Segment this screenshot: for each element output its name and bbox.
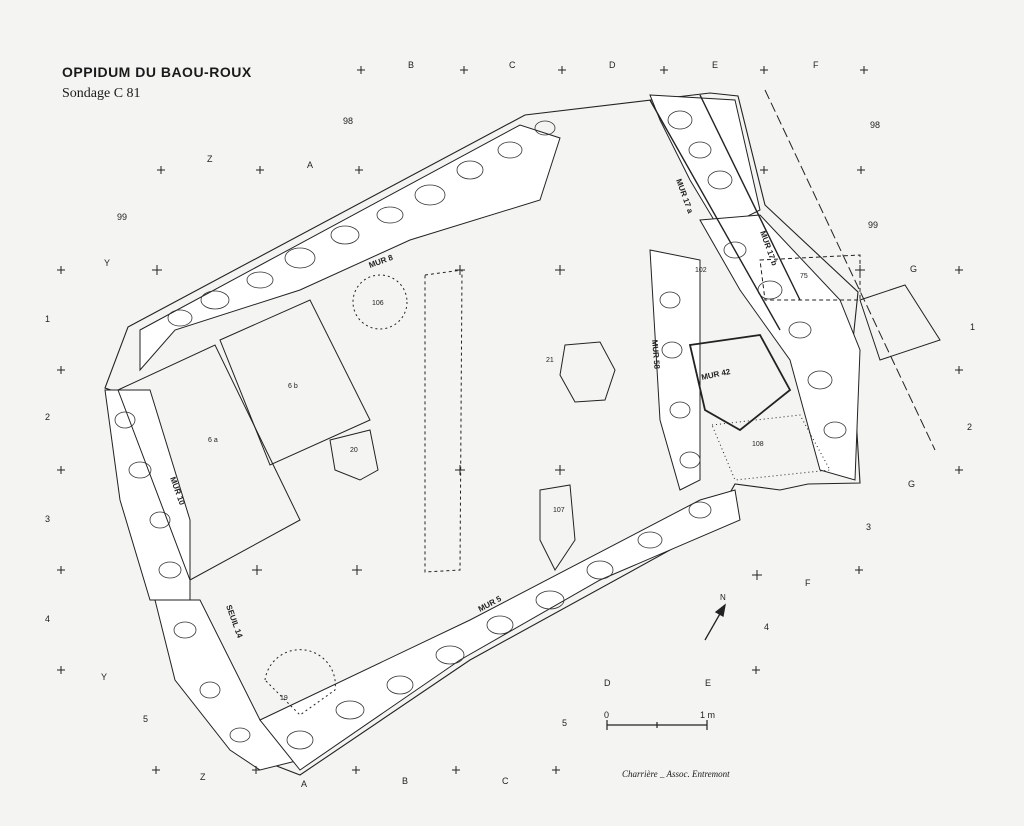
col-label-f-right: F xyxy=(805,578,811,588)
stone-texture xyxy=(114,110,847,750)
row-label-5-left: 5 xyxy=(143,714,148,724)
grid-crosses xyxy=(57,66,963,774)
row-label-2-left: 2 xyxy=(45,412,50,422)
label-75: 75 xyxy=(800,273,808,280)
row-label-4-right: 4 xyxy=(764,622,769,632)
feature-numbers: 106 6 b 6 a 20 21 102 75 108 107 19 xyxy=(208,267,808,702)
label-mur-58: MUR 58 xyxy=(650,339,662,370)
dashed-75 xyxy=(759,254,861,301)
elevation-98-right: 98 xyxy=(870,120,880,130)
scale-labels: 0 1 m N xyxy=(604,593,726,720)
scale-start-label: 0 xyxy=(604,710,609,720)
dash-line-17b xyxy=(764,89,936,451)
mur17a-line-2 xyxy=(699,94,801,301)
feature-19 xyxy=(264,649,336,716)
dashed-area xyxy=(424,269,463,573)
stone-walls xyxy=(104,94,861,771)
row-label-2-right: 2 xyxy=(967,422,972,432)
interior-features xyxy=(117,89,941,716)
col-label-z-bottom: Z xyxy=(200,772,206,782)
grid-labels: B C D E F Z A Z A B C D E F 1 2 3 4 5 1 … xyxy=(45,60,975,789)
row-label-y-upper: Y xyxy=(104,258,110,268)
row-label-3-right: 3 xyxy=(866,522,871,532)
label-seuil-14: SEUIL 14 xyxy=(224,604,244,640)
scale-end-label: 1 m xyxy=(700,710,715,720)
label-mur-42: MUR 42 xyxy=(701,367,732,382)
col-label-b-bottom: B xyxy=(402,776,408,786)
label-107: 107 xyxy=(553,507,565,514)
row-label-4-left: 4 xyxy=(45,614,50,624)
row-label-y-lower: Y xyxy=(101,672,107,682)
extension-box xyxy=(859,284,941,361)
col-label-c-bottom: C xyxy=(502,776,509,786)
feature-20 xyxy=(329,429,379,481)
plan-title: OPPIDUM DU BAOU-ROUX xyxy=(62,64,252,80)
row-label-g-lower: G xyxy=(908,479,915,489)
scale-bar xyxy=(606,720,708,730)
feature-107 xyxy=(539,484,576,571)
feature-6b xyxy=(219,299,371,466)
north-arrow xyxy=(704,603,726,641)
label-6a: 6 a xyxy=(208,437,218,444)
label-21: 21 xyxy=(546,357,554,364)
col-label-d-top: D xyxy=(609,60,616,70)
feature-mur42 xyxy=(688,334,792,432)
elevation-99-left: 99 xyxy=(117,212,127,222)
label-102: 102 xyxy=(695,267,707,274)
label-108: 108 xyxy=(752,441,764,448)
plan-credit: Charrière _ Assoc. Entremont xyxy=(622,769,730,779)
plan-subtitle: Sondage C 81 xyxy=(62,86,141,101)
label-106: 106 xyxy=(372,300,384,307)
mur17a-line-1 xyxy=(649,99,781,331)
row-label-g-upper: G xyxy=(910,264,917,274)
label-19: 19 xyxy=(280,695,288,702)
col-label-z-upper: Z xyxy=(207,154,213,164)
col-label-a-bottom: A xyxy=(301,779,307,789)
col-label-e-top: E xyxy=(712,60,718,70)
col-label-b-top: B xyxy=(408,60,414,70)
col-label-c-top: C xyxy=(509,60,516,70)
elevation-98-left: 98 xyxy=(343,116,353,126)
row-label-1-right: 1 xyxy=(970,322,975,332)
feature-21 xyxy=(559,341,616,403)
feature-6a xyxy=(117,344,301,581)
col-label-f-top: F xyxy=(813,60,819,70)
col-label-d-bottom: D xyxy=(604,678,611,688)
col-label-e-bottom: E xyxy=(705,678,711,688)
feature-106 xyxy=(352,274,408,330)
row-label-3-left: 3 xyxy=(45,514,50,524)
label-20: 20 xyxy=(350,447,358,454)
north-label: N xyxy=(720,593,726,602)
row-label-1-left: 1 xyxy=(45,314,50,324)
col-label-a-upper: A xyxy=(307,160,313,170)
row-label-5-right: 5 xyxy=(562,718,567,728)
elevation-99-right: 99 xyxy=(868,220,878,230)
label-6b: 6 b xyxy=(288,383,298,390)
